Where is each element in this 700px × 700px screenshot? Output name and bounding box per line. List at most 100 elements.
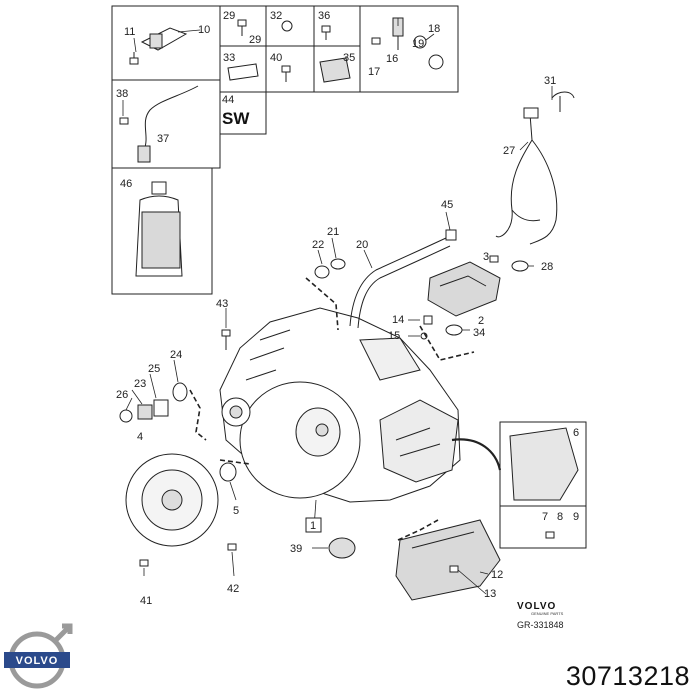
oring-32 (281, 20, 293, 32)
oring-21 (330, 258, 346, 270)
callout-45: 45 (441, 199, 453, 211)
oring-34 (445, 324, 463, 336)
callout-33: 33 (223, 52, 235, 64)
callout-32: 32 (270, 10, 282, 22)
inset-callouts: 10 11 29 29 32 36 18 19 16 17 33 40 35 3… (116, 10, 440, 190)
volvo-logo: VOLVO (4, 623, 73, 689)
callout-23: 23 (134, 378, 146, 390)
callout-44: 44 (222, 94, 234, 106)
callout-10: 10 (198, 24, 210, 36)
harness-connector (523, 107, 539, 119)
bolt-43 (221, 329, 231, 337)
callout-8: 8 (557, 511, 563, 523)
control-module (427, 261, 501, 317)
bolt-36 (321, 25, 331, 33)
inset-box-46 (111, 167, 213, 295)
oil-pipe-20 (349, 237, 451, 329)
callout-6: 6 (573, 427, 579, 439)
callout-15: 15 (388, 330, 400, 342)
callout-5: 5 (233, 505, 239, 517)
bolt-41 (139, 559, 149, 567)
oil-pan-12 (395, 519, 501, 601)
seal-26 (119, 409, 133, 423)
oring-18 (428, 54, 444, 70)
sensor-37-head (137, 145, 151, 163)
bolt-7 (545, 531, 555, 539)
callout-21: 21 (327, 226, 339, 238)
callout-38: 38 (116, 88, 128, 100)
callout-22: 22 (312, 239, 324, 251)
callout-35: 35 (343, 52, 355, 64)
bolt-38 (119, 117, 129, 125)
callout-3: 3 (483, 251, 489, 263)
callout-29-top: 29 (223, 10, 235, 22)
gasket-33 (227, 63, 259, 81)
callout-43: 43 (216, 298, 228, 310)
seal-22 (314, 265, 330, 279)
callout-1-box: 1 (305, 517, 322, 533)
callout-18: 18 (428, 23, 440, 35)
inset-parts (119, 17, 444, 277)
bottle-label (141, 211, 181, 269)
sleeve-25 (153, 399, 169, 417)
module-2 (427, 261, 501, 317)
seal-19 (413, 35, 427, 49)
reference-code: GR-331848 (517, 620, 564, 630)
callout-36: 36 (318, 10, 330, 22)
valve-body-6 (509, 427, 579, 501)
center-small-parts (314, 229, 529, 340)
logo-arrow-icon (54, 623, 73, 642)
callout-19: 19 (412, 38, 424, 50)
logo-wordmark: VOLVO (16, 655, 59, 667)
inset-leaders (122, 18, 435, 116)
transmission-assembly (219, 307, 461, 503)
inset-box-7-9 (499, 505, 587, 549)
bottle-cap (151, 181, 167, 195)
upper-case (359, 337, 421, 381)
valve-section (379, 399, 459, 483)
callout-27: 27 (503, 145, 515, 157)
oring-28 (511, 260, 529, 272)
fitting-45 (445, 229, 457, 241)
callout-29-bottom: 29 (249, 34, 261, 46)
bolt-17 (371, 37, 381, 45)
callout-2: 2 (478, 315, 484, 327)
callout-37: 37 (157, 133, 169, 145)
input-shaft (315, 423, 329, 437)
bolt-3 (489, 255, 499, 263)
bolt-13 (449, 565, 459, 573)
brand-subtext: GENUINE PARTS (531, 611, 564, 616)
sensor-cable-37 (143, 85, 199, 151)
main-leaders (125, 86, 553, 595)
bolt-40 (281, 65, 291, 73)
assembly-dash-lines (189, 277, 475, 541)
seal-24 (172, 382, 188, 402)
valve-body-inset (499, 421, 587, 549)
logo-band (4, 652, 70, 668)
connector-curve (451, 438, 502, 471)
seal-5 (219, 462, 237, 482)
plug-39 (328, 537, 356, 559)
brand-wordmark-small: VOLVO (517, 601, 556, 612)
inset-box-16-19 (359, 5, 459, 93)
callout-12: 12 (491, 569, 503, 581)
bushing-23 (137, 404, 153, 420)
inset-grid (111, 5, 459, 295)
plug-14 (423, 315, 433, 325)
bracket-block (149, 33, 163, 49)
main-callouts: 31 27 45 21 22 20 3 28 2 34 14 15 43 24 … (116, 75, 579, 607)
callout-39: 39 (290, 543, 302, 555)
callout-16: 16 (386, 53, 398, 65)
callout-14: 14 (392, 314, 404, 326)
callout-28: 28 (541, 261, 553, 273)
wiring-harness-27 (495, 91, 575, 245)
callout-41: 41 (140, 595, 152, 607)
inset-box-44 (219, 91, 267, 135)
bolt-11-head (129, 57, 139, 65)
callout-17: 17 (368, 66, 380, 78)
callout-9: 9 (573, 511, 579, 523)
callout-40: 40 (270, 52, 282, 64)
bracket-part (140, 27, 188, 51)
callout-46: 46 (120, 178, 132, 190)
